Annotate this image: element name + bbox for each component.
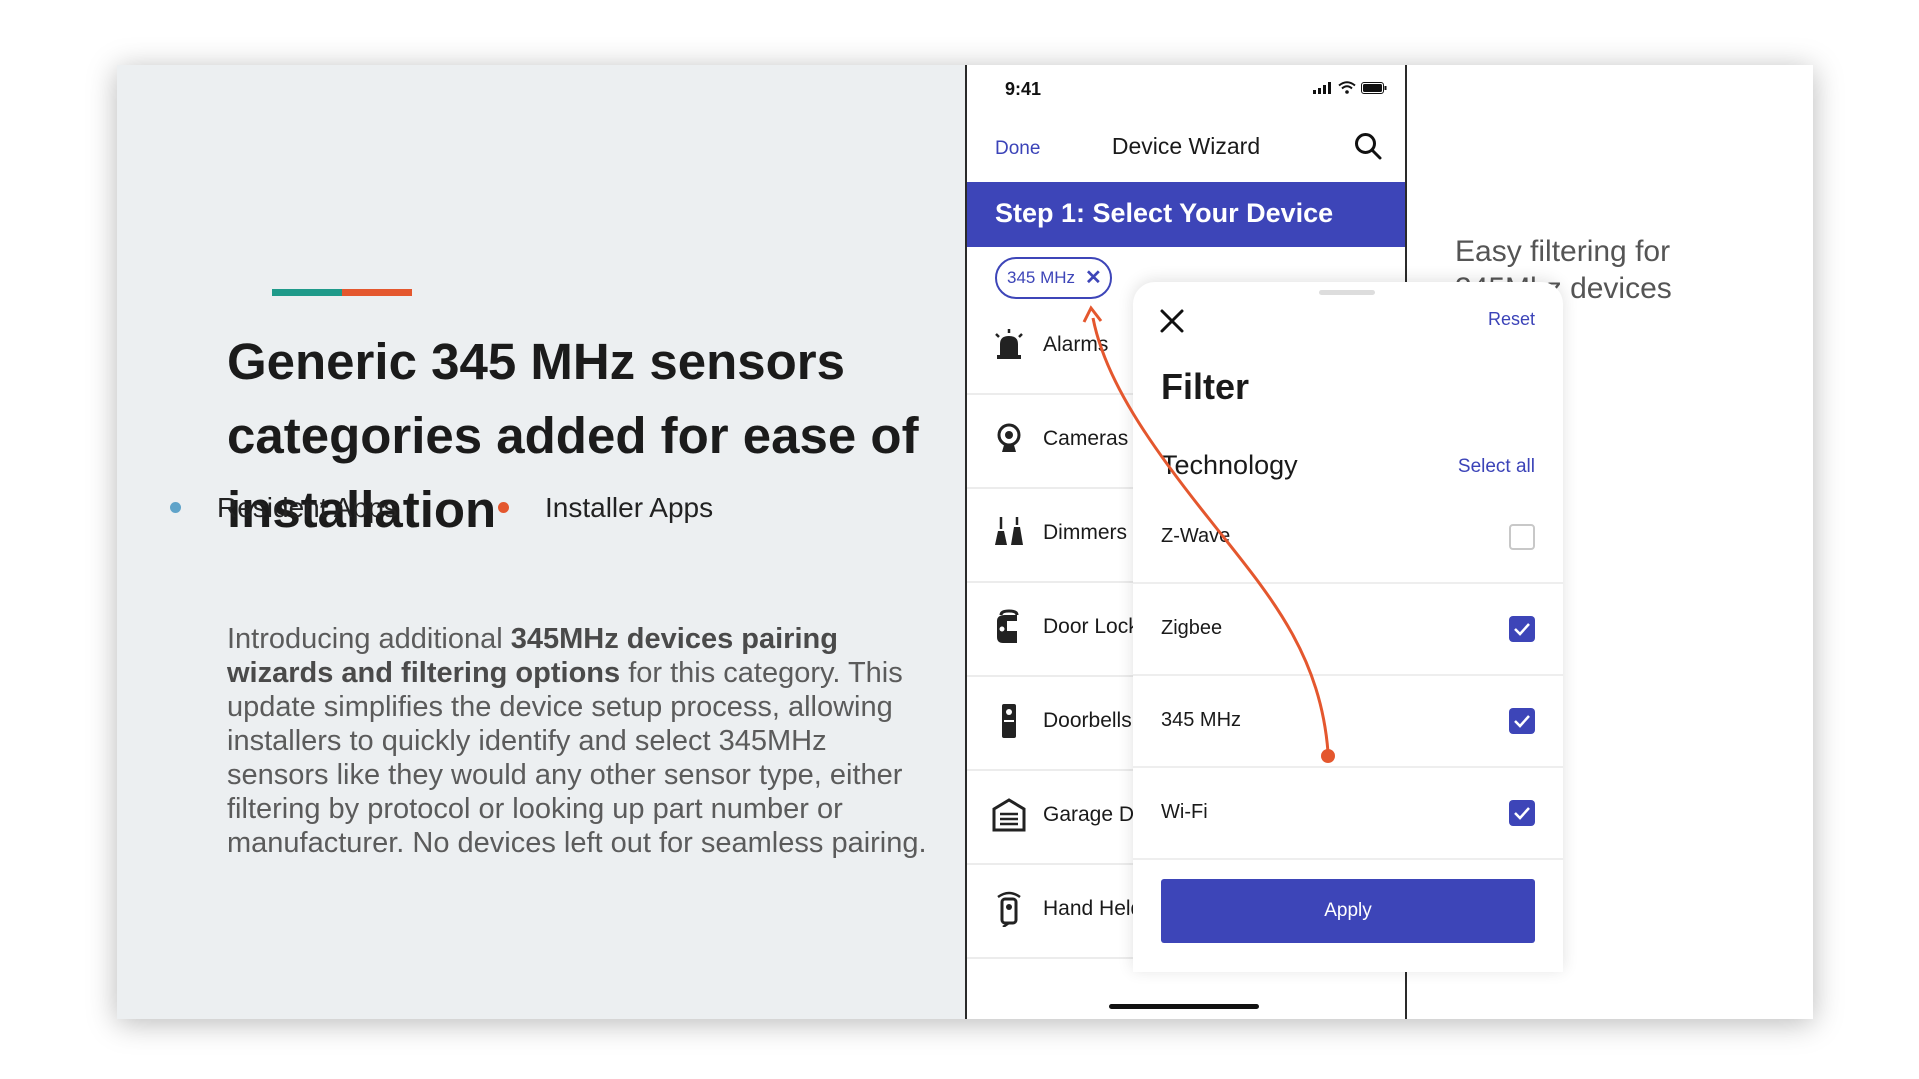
filter-option-345-mhz[interactable]: 345 MHz (1133, 676, 1563, 768)
headline-line-2: categories added for ease of (227, 407, 919, 464)
filter-option-z-wave[interactable]: Z-Wave (1133, 492, 1563, 584)
step-banner: Step 1: Select Your Device (967, 182, 1405, 247)
step-title: Step 1: Select Your Device (995, 198, 1334, 228)
garage-door-icon (992, 798, 1026, 832)
wi-fi-checkbox[interactable] (1509, 800, 1535, 826)
close-icon[interactable] (1159, 308, 1185, 334)
nav-title: Device Wizard (1111, 133, 1261, 159)
filter-title: Filter (1161, 366, 1250, 407)
search-icon[interactable] (1353, 131, 1383, 161)
status-icons (1313, 81, 1387, 94)
signal-icon (1313, 82, 1331, 94)
headline: Generic 345 MHz sensors categories added… (227, 325, 927, 547)
description-highlight: 345MHz devices pairing wizards and filte… (227, 623, 838, 689)
device-label-doorbells: Doorbells (1043, 709, 1132, 732)
light-icon (995, 517, 1023, 545)
device-label-cameras: Cameras (1043, 427, 1129, 450)
close-icon[interactable]: ✕ (1085, 267, 1102, 289)
accent-bar-teal (272, 289, 342, 296)
filter-option-label: Wi-Fi (1161, 801, 1208, 823)
slide: Generic 345 MHz sensors categories added… (117, 65, 1813, 1019)
accent-bar-orange (342, 289, 412, 296)
device-label-alarms: Alarms (1043, 333, 1109, 356)
alarm-icon (995, 329, 1023, 359)
installer-apps-label: Installer Apps (545, 492, 714, 523)
doorbell-icon (1002, 704, 1016, 738)
z-wave-checkbox[interactable] (1509, 524, 1535, 550)
description-intro: Introducing additional (227, 623, 511, 655)
device-label-hand-held: Hand Held (1043, 897, 1143, 920)
headline-line-3: installation (227, 481, 497, 538)
345-mhz-checkbox[interactable] (1509, 708, 1535, 734)
checkmark-icon (1514, 715, 1530, 728)
status-time: 9:41 (1005, 79, 1042, 99)
door-lock-icon (997, 609, 1019, 643)
done-button[interactable]: Done (995, 138, 1041, 159)
description-rest: for this category. This update simplifie… (227, 657, 927, 859)
reset-button[interactable]: Reset (1487, 309, 1535, 329)
zigbee-checkbox[interactable] (1509, 616, 1535, 642)
checkmark-icon (1514, 807, 1530, 820)
filter-option-zigbee[interactable]: Zigbee (1133, 584, 1563, 676)
select-all-button[interactable]: Select all (1457, 456, 1535, 477)
installer-apps-dot (498, 502, 509, 513)
camera-icon (997, 423, 1021, 452)
battery-icon (1361, 82, 1387, 94)
filter-sheet: Reset Filter Technology Select all Z-Wav… (1133, 282, 1563, 972)
filter-option-label: Zigbee (1161, 617, 1223, 639)
checkmark-icon (1514, 623, 1530, 636)
filter-chip[interactable]: 345 MHz ✕ (995, 257, 1112, 299)
filter-chip-label: 345 MHz (1007, 268, 1076, 287)
filter-option-label: Z-Wave (1161, 525, 1231, 547)
sheet-handle[interactable] (1319, 290, 1375, 295)
filter-option-wi-fi[interactable]: Wi-Fi (1133, 768, 1563, 860)
wifi-icon (1338, 81, 1356, 94)
resident-apps-dot (170, 502, 181, 513)
home-indicator (1109, 1004, 1259, 1009)
hand-held-icon (997, 891, 1021, 927)
description: Introducing additional 345MHz devices pa… (227, 622, 927, 860)
filter-option-label: 345 MHz (1161, 709, 1242, 731)
filter-section-technology: Technology (1161, 450, 1298, 480)
apply-button[interactable]: Apply (1161, 879, 1535, 943)
left-panel: Generic 345 MHz sensors categories added… (117, 65, 965, 1019)
resident-apps-label: Resident Apps (217, 492, 398, 523)
headline-line-1: Generic 345 MHz sensors (227, 333, 845, 390)
